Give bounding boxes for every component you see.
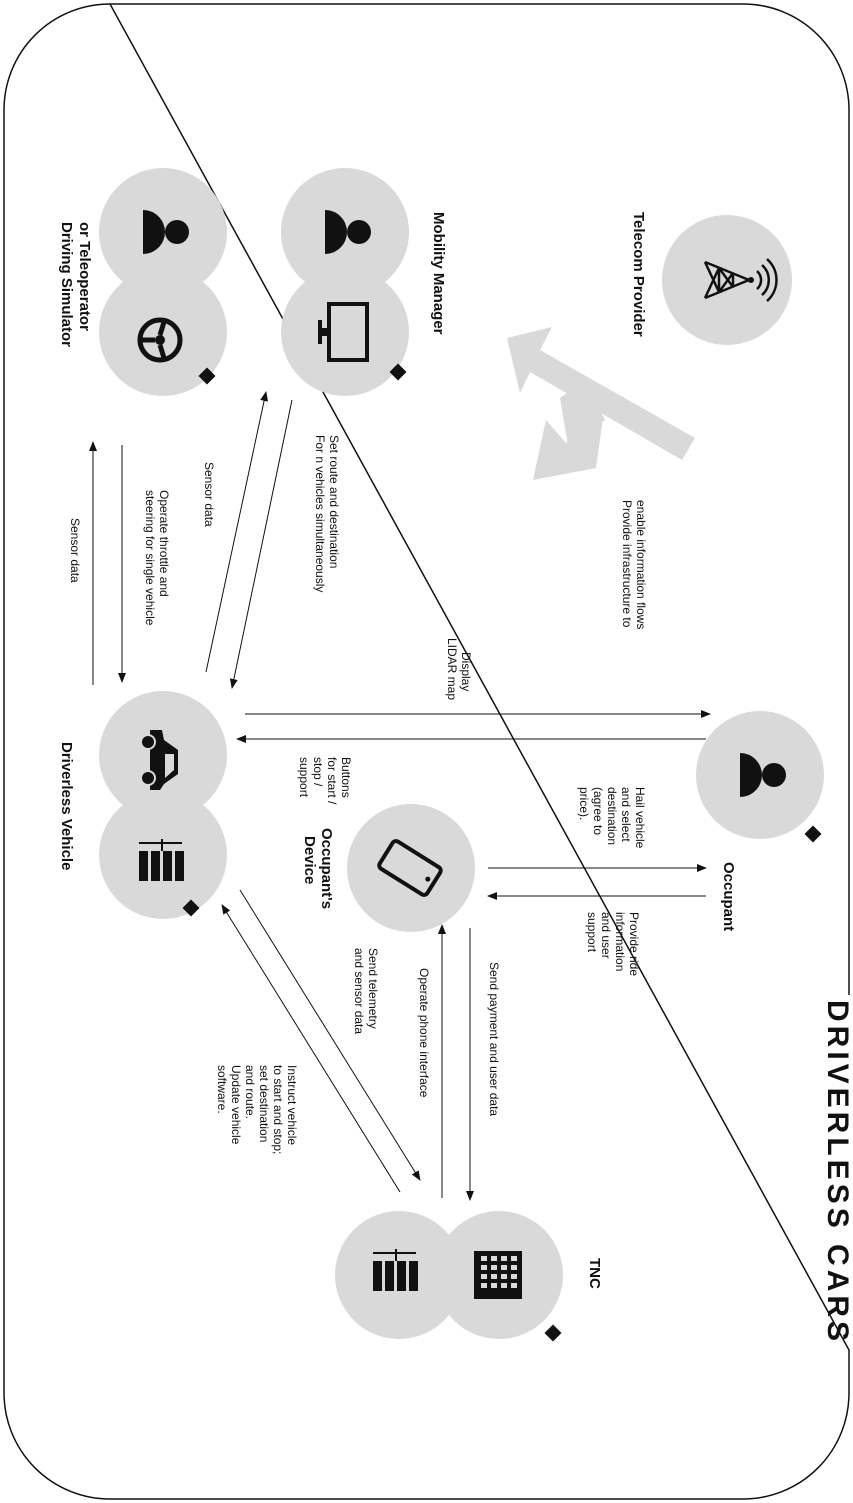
person-icon bbox=[740, 753, 786, 797]
diamond-icon bbox=[182, 899, 200, 917]
diamond-icon bbox=[544, 1324, 562, 1342]
mobility-manager-node bbox=[281, 168, 409, 396]
mobility-manager-label: Mobility Manager bbox=[430, 212, 447, 335]
person-icon bbox=[143, 210, 189, 254]
vehicle-to-tnc-label: Send telemetry and sensor data bbox=[352, 948, 380, 1034]
driverless-vehicle-node bbox=[99, 691, 227, 919]
diamond-icon bbox=[389, 363, 407, 381]
monitor-icon bbox=[318, 302, 369, 362]
driverless-vehicle-label: Driverless Vehicle bbox=[58, 742, 75, 870]
telecom-flow-label: Provide infrastructure to enable informa… bbox=[620, 500, 648, 631]
server-icon bbox=[139, 839, 184, 881]
cell-tower-icon bbox=[703, 258, 778, 302]
occupant-to-vehicle-label: Buttons for start / stop / support bbox=[297, 757, 353, 808]
occupants-device-label: Occupant's Device bbox=[301, 828, 335, 913]
tnc-to-vehicle-arrow bbox=[221, 904, 401, 1193]
page-title: DRIVERLESS CARS bbox=[821, 1000, 853, 1345]
tnc-label: TNC bbox=[586, 1258, 603, 1289]
device-to-tnc-label: Send payment and user data bbox=[487, 962, 501, 1116]
steering-wheel-icon bbox=[137, 317, 183, 363]
occupant-label: Occupant bbox=[720, 862, 737, 931]
device-to-occupant-label: Provide ride information and user suppor… bbox=[585, 912, 641, 979]
occupant-to-device-label: Hail vehicle and select destination (agr… bbox=[577, 787, 647, 852]
infrastructure-arrow bbox=[507, 327, 695, 480]
sim-to-vehicle-label: Operate throttle and steering for single… bbox=[143, 490, 171, 626]
diamond-icon bbox=[804, 825, 822, 843]
outer-frame bbox=[3, 3, 850, 1500]
occupant-node bbox=[696, 711, 824, 843]
driving-simulator-label: Driving Simulator or Teleoperator bbox=[58, 222, 93, 351]
telecom-provider-label: Telecom Provider bbox=[630, 212, 647, 337]
building-icon bbox=[474, 1251, 522, 1299]
vehicle-to-mm-label: Sensor data bbox=[202, 462, 216, 527]
diamond-icon bbox=[198, 367, 216, 385]
tnc-to-device-label: Operate phone interface bbox=[417, 968, 431, 1098]
vehicle-to-mm-arrow bbox=[205, 391, 269, 673]
person-icon bbox=[325, 210, 371, 254]
driving-simulator-node bbox=[99, 168, 227, 396]
vehicle-to-tnc-arrow bbox=[239, 889, 421, 1181]
car-icon bbox=[140, 730, 178, 790]
tnc-node bbox=[335, 1211, 563, 1342]
vehicle-to-sim-label: Sensor data bbox=[68, 518, 82, 583]
tnc-to-vehicle-label: Instruct vehicle to start and stop; set … bbox=[215, 1065, 299, 1158]
vehicle-to-occupant-label: Display LIDAR map bbox=[445, 638, 473, 700]
server-icon bbox=[373, 1249, 418, 1291]
telecom-provider-node bbox=[662, 215, 792, 345]
occupants-device-node bbox=[347, 804, 475, 932]
smartphone-icon bbox=[377, 839, 443, 897]
mm-to-vehicle-arrow bbox=[229, 399, 293, 689]
mm-to-vehicle-label: Set route and destination For n vehicles… bbox=[313, 435, 341, 592]
